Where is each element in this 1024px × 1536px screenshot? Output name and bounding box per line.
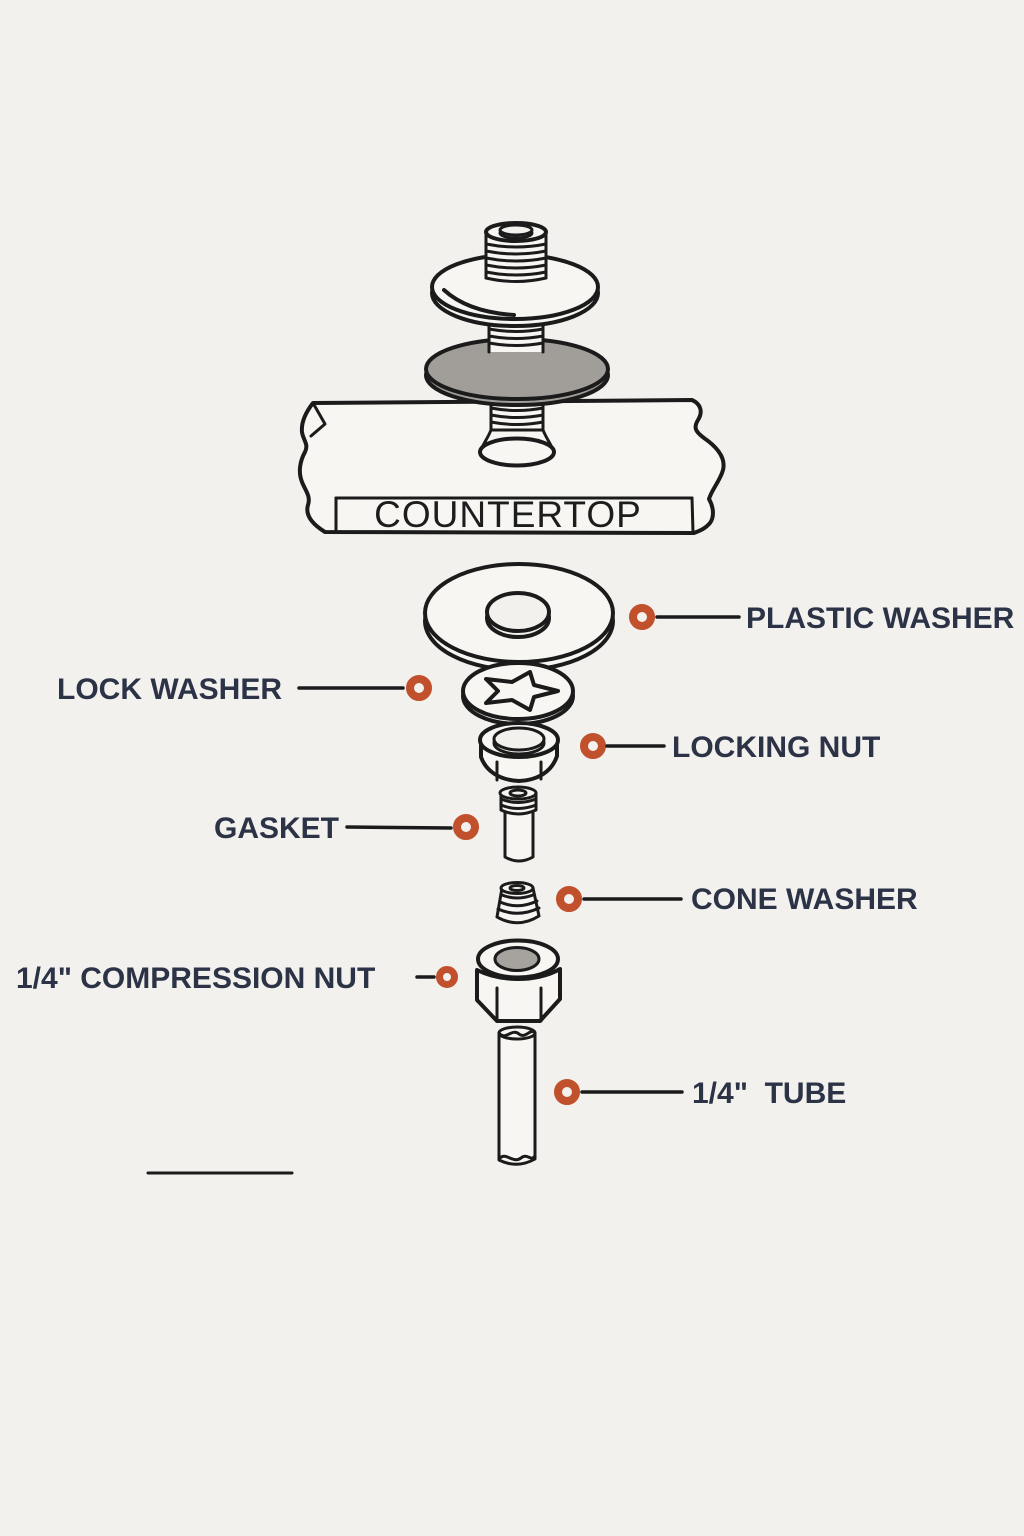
countertop-label: COUNTERTOP bbox=[374, 494, 642, 535]
faucet-shank-top bbox=[484, 221, 548, 283]
deck-gasket-disc bbox=[424, 337, 610, 407]
callouts: PLASTIC WASHER LOCK WASHER LOCKING NUT G… bbox=[16, 602, 1015, 1110]
plastic-washer-label: PLASTIC WASHER bbox=[746, 602, 1015, 635]
tube-bottom-cut-line bbox=[498, 1154, 536, 1162]
plastic-washer bbox=[423, 562, 615, 672]
tube-marker bbox=[554, 1079, 580, 1105]
tube-label: 1/4" TUBE bbox=[692, 1077, 846, 1110]
lock-washer bbox=[461, 661, 575, 726]
shank-bell-flare bbox=[478, 436, 556, 468]
gasket-marker bbox=[453, 814, 479, 840]
countertop-right-edge bbox=[690, 496, 695, 534]
flange-accent-line bbox=[442, 288, 516, 317]
lock-washer-teeth bbox=[484, 670, 560, 712]
lock-washer-label: LOCK WASHER bbox=[57, 673, 282, 706]
cone-washer-label: CONE WASHER bbox=[691, 883, 918, 916]
locking-nut bbox=[478, 721, 560, 783]
faucet-shank-lower bbox=[478, 402, 556, 468]
tube-top-cut-line bbox=[498, 1029, 536, 1038]
compression-nut-label: 1/4" COMPRESSION NUT bbox=[16, 962, 375, 995]
tube bbox=[497, 1025, 537, 1166]
cone-washer bbox=[495, 881, 541, 925]
compression-nut bbox=[475, 938, 562, 1023]
countertop-torn-corner-line bbox=[309, 401, 327, 438]
compression-nut-marker bbox=[436, 966, 458, 988]
gasket bbox=[498, 785, 538, 863]
lock-washer-marker bbox=[406, 675, 432, 701]
plastic-washer-marker bbox=[629, 604, 655, 630]
gasket-label: GASKET bbox=[214, 812, 339, 845]
cone-washer-marker bbox=[556, 886, 582, 912]
locking-nut-label: LOCKING NUT bbox=[672, 731, 880, 764]
gasket-leader-line bbox=[345, 825, 453, 830]
locking-nut-marker bbox=[580, 733, 606, 759]
